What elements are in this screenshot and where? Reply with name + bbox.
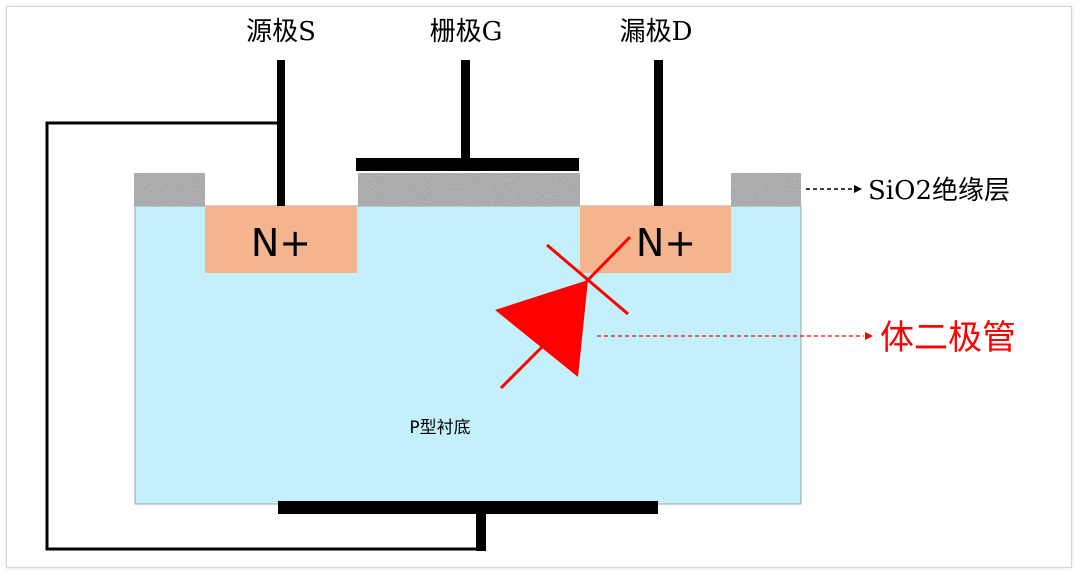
gate-label: 栅极G	[430, 17, 503, 47]
source-body-wire	[45, 121, 481, 551]
body-contact-stem	[476, 512, 486, 551]
n-plus-region-left	[205, 206, 357, 273]
oxide-pointer-arrowhead	[854, 185, 862, 193]
source-electrode	[277, 60, 285, 206]
oxide-block-left	[134, 173, 205, 206]
body-diode-symbol	[495, 235, 632, 390]
drain-label: 漏极D	[620, 17, 693, 47]
oxide-block-gate	[358, 173, 580, 206]
substrate-label: P型衬底	[409, 418, 470, 438]
drain-electrode	[654, 60, 663, 206]
n-plus-label-left: N+	[251, 221, 311, 265]
oxide-label: SiO2绝缘层	[868, 176, 1010, 206]
diode-pointer-arrowhead	[865, 332, 873, 340]
body-contact-plate	[278, 501, 658, 514]
body-diode-label: 体二极管	[880, 318, 1016, 358]
n-plus-label-right: N+	[636, 221, 696, 265]
oxide-block-right	[731, 173, 801, 206]
gate-electrode-plate	[356, 158, 579, 171]
gate-electrode-stem	[461, 60, 470, 163]
source-label: 源极S	[246, 17, 316, 47]
